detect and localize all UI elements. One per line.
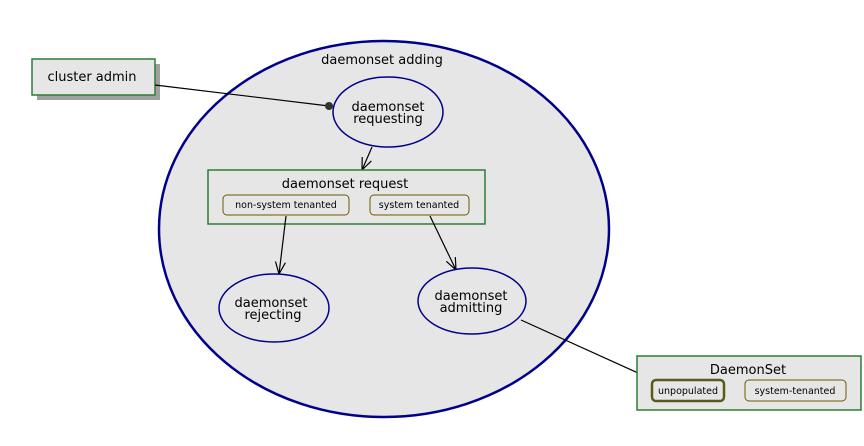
rejecting-label-line1: daemonset: [235, 296, 308, 311]
daemonset-box-title: DaemonSet: [710, 363, 786, 378]
tag-non-system-tenanted: non-system tenanted: [222, 194, 350, 216]
admin-to-requesting-edge: [154, 84, 333, 110]
state-daemonset-admitting[interactable]: daemonset admitting: [417, 267, 527, 335]
system-to-admitting-edge: [429, 215, 456, 270]
requesting-label-line2: requesting: [353, 112, 423, 127]
requesting-label-line1: daemonset: [352, 100, 425, 115]
non-system-to-rejecting-edge: [279, 215, 287, 274]
state-daemonset-requesting[interactable]: daemonset requesting: [332, 76, 444, 148]
rejecting-label-line2: rejecting: [244, 308, 301, 323]
daemonset-box[interactable]: DaemonSet unpopulated system-tenanted: [636, 355, 862, 411]
cluster-admin-box[interactable]: cluster admin: [31, 58, 160, 100]
svg-text:non-system tenanted: non-system tenanted: [235, 200, 337, 211]
connector-dot: [325, 102, 333, 110]
container-label: daemonset adding: [321, 53, 443, 68]
admitting-label-line2: admitting: [440, 301, 503, 316]
admitting-label-line1: daemonset: [435, 289, 508, 304]
state-daemonset-rejecting[interactable]: daemonset rejecting: [218, 273, 330, 343]
daemonset-request-box[interactable]: daemonset request non-system tenanted sy…: [207, 169, 486, 225]
tag-system-tenanted-daemonset: system-tenanted: [744, 379, 847, 402]
request-box-title: daemonset request: [282, 177, 409, 192]
svg-text:system-tenanted: system-tenanted: [755, 386, 836, 397]
admitting-to-daemonset-edge: [520, 319, 658, 382]
svg-text:unpopulated: unpopulated: [658, 386, 718, 397]
tag-unpopulated: unpopulated: [650, 378, 726, 403]
tag-system-tenanted: system tenanted: [369, 194, 470, 216]
svg-text:system tenanted: system tenanted: [379, 200, 459, 211]
requesting-to-request-edge: [362, 146, 373, 170]
cluster-admin-label: cluster admin: [47, 70, 136, 85]
